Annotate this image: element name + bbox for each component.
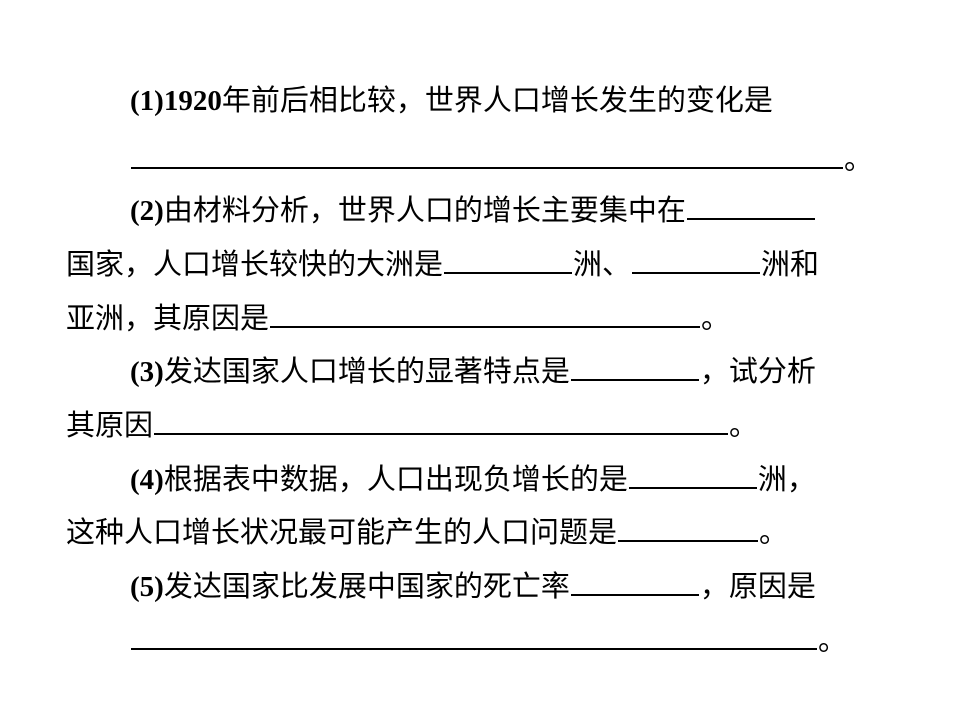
- question-3-end: 。: [729, 408, 759, 442]
- question-1-number: (1): [130, 85, 164, 117]
- question-3-text-c: 其原因: [66, 408, 154, 442]
- question-2-blank-4[interactable]: [270, 296, 701, 328]
- question-5-number: (5): [130, 571, 164, 603]
- question-1-year: 1920: [163, 85, 222, 117]
- question-5-text-b: ，原因是: [699, 569, 816, 603]
- question-4-text-a: 根据表中数据，人口出现负增长的是: [163, 462, 628, 496]
- question-2-number: (2): [130, 195, 164, 227]
- question-4-text-b: 洲，: [757, 462, 816, 496]
- question-2-text-e: 亚洲，其原因是: [66, 301, 270, 335]
- question-5-line-1: (5)发达国家比发展中国家的死亡率 ，原因是: [0, 564, 960, 604]
- question-4-text-c: 这种人口增长状况最可能产生的人口问题是: [66, 515, 618, 549]
- question-2-end: 。: [701, 301, 731, 335]
- question-5-text-a: 发达国家比发展中国家的死亡率: [163, 569, 570, 603]
- question-3-line-2: 其原因 。: [0, 403, 960, 443]
- question-1-end: 。: [844, 142, 874, 176]
- question-4-line-1: (4)根据表中数据，人口出现负增长的是 洲，: [0, 457, 960, 497]
- question-5-blank-1[interactable]: [570, 564, 699, 596]
- question-3-text-b: ，试分析: [699, 354, 816, 388]
- question-1-line-1: (1)1920年前后相比较，世界人口增长发生的变化是: [0, 80, 960, 120]
- question-4-end: 。: [759, 515, 789, 549]
- question-2-text-b: 国家，人口增长较快的大洲是: [66, 247, 444, 281]
- question-4-line-2: 这种人口增长状况最可能产生的人口问题是 。: [0, 510, 960, 550]
- question-3-number: (3): [130, 356, 164, 388]
- question-5-line-2: 。: [0, 618, 960, 658]
- question-1-text: 年前后相比较，世界人口增长发生的变化是: [221, 83, 773, 117]
- question-5-blank-2[interactable]: [131, 618, 817, 650]
- question-3-blank-2[interactable]: [154, 403, 729, 435]
- question-2-line-3: 亚洲，其原因是 。: [0, 296, 960, 336]
- question-2-text-d: 洲和: [761, 247, 820, 281]
- question-3-text-a: 发达国家人口增长的显著特点是: [163, 354, 570, 388]
- question-3-line-1: (3)发达国家人口增长的显著特点是 ，试分析: [0, 349, 960, 389]
- question-4-blank-1[interactable]: [628, 457, 757, 489]
- question-5-end: 。: [818, 623, 848, 657]
- question-2-text-c: 洲、: [573, 247, 632, 281]
- question-1-line-2: 。: [0, 137, 960, 177]
- question-3-blank-1[interactable]: [570, 349, 699, 381]
- question-2-text-a: 由材料分析，世界人口的增长主要集中在: [163, 193, 686, 227]
- question-2-blank-2[interactable]: [444, 242, 573, 274]
- question-4-blank-2[interactable]: [618, 510, 759, 542]
- question-2-line-2: 国家，人口增长较快的大洲是 洲、 洲和: [0, 242, 960, 282]
- question-2-blank-3[interactable]: [632, 242, 761, 274]
- question-2-blank-1[interactable]: [686, 188, 815, 220]
- question-2-line-1: (2)由材料分析，世界人口的增长主要集中在: [0, 188, 960, 228]
- question-1-answer-blank[interactable]: [131, 137, 843, 169]
- question-4-number: (4): [130, 464, 164, 496]
